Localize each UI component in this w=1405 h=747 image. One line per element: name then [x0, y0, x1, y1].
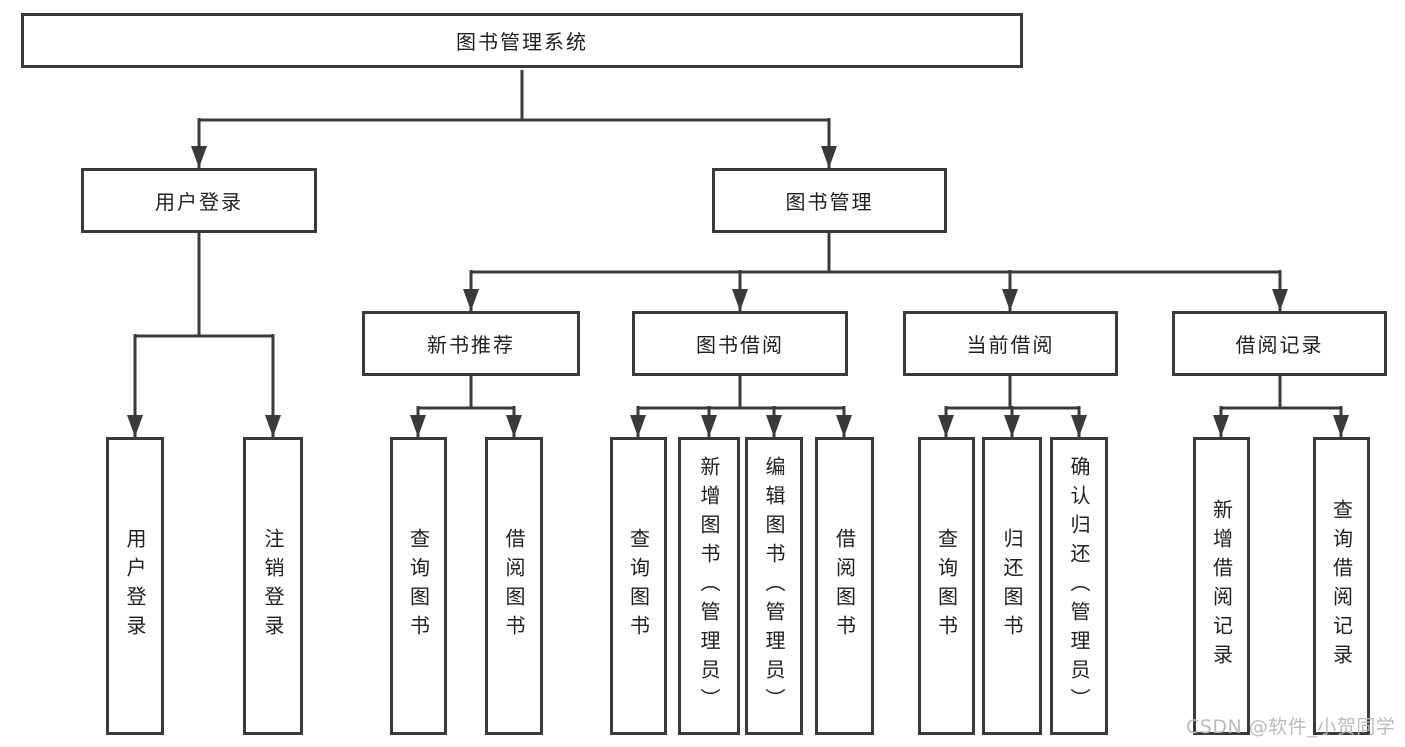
node-book-borrow: 图书借阅: [632, 311, 848, 376]
node-label: 编辑图书（管理员）: [762, 455, 786, 717]
node-label: 借阅图书: [502, 528, 526, 644]
node-label: 查询图书: [406, 528, 431, 644]
node-label: 图书管理系统: [456, 30, 588, 54]
node-user-login: 用户登录: [81, 168, 317, 233]
node-label: 用户登录: [123, 528, 147, 644]
node-borrow-borrow-books: 借阅图书: [815, 437, 874, 735]
node-label: 确认归还（管理员）: [1067, 455, 1091, 717]
node-new-book-recommend: 新书推荐: [362, 311, 580, 376]
node-book-management: 图书管理: [712, 168, 947, 233]
node-records-add-record: 新增借阅记录: [1193, 437, 1250, 735]
node-recommend-query-books: 查询图书: [390, 437, 447, 735]
node-label: 归还图书: [1000, 528, 1024, 644]
node-logout-action: 注销登录: [243, 437, 303, 735]
node-label: 新增借阅记录: [1209, 499, 1234, 673]
node-current-confirm-return-admin: 确认归还（管理员）: [1050, 437, 1108, 735]
node-label: 借阅记录: [1235, 333, 1324, 357]
node-user-login-action: 用户登录: [106, 437, 164, 735]
node-label: 图书管理: [785, 190, 874, 214]
node-label: 借阅图书: [832, 528, 857, 644]
node-borrow-edit-books-admin: 编辑图书（管理员）: [745, 437, 803, 735]
node-borrow-query-books: 查询图书: [610, 437, 667, 735]
csdn-watermark: CSDN @软件_小贺同学: [1186, 716, 1396, 738]
node-label: 注销登录: [261, 528, 285, 644]
node-label: 新增图书（管理员）: [697, 455, 721, 717]
node-label: 查询图书: [626, 528, 651, 644]
node-borrow-records: 借阅记录: [1172, 311, 1387, 376]
node-label: 用户登录: [155, 190, 243, 214]
node-label: 查询图书: [934, 528, 959, 644]
node-current-return-books: 归还图书: [982, 437, 1042, 735]
node-label: 图书借阅: [696, 333, 784, 357]
node-label: 当前借阅: [966, 333, 1055, 357]
node-root-library-system: 图书管理系统: [21, 13, 1023, 68]
node-label: 查询借阅记录: [1329, 499, 1354, 673]
node-current-query-books: 查询图书: [918, 437, 975, 735]
node-records-query-record: 查询借阅记录: [1313, 437, 1370, 735]
node-borrow-add-books-admin: 新增图书（管理员）: [678, 437, 740, 735]
node-current-borrow: 当前借阅: [903, 311, 1118, 376]
node-recommend-borrow-books: 借阅图书: [485, 437, 543, 735]
node-label: 新书推荐: [427, 333, 515, 357]
